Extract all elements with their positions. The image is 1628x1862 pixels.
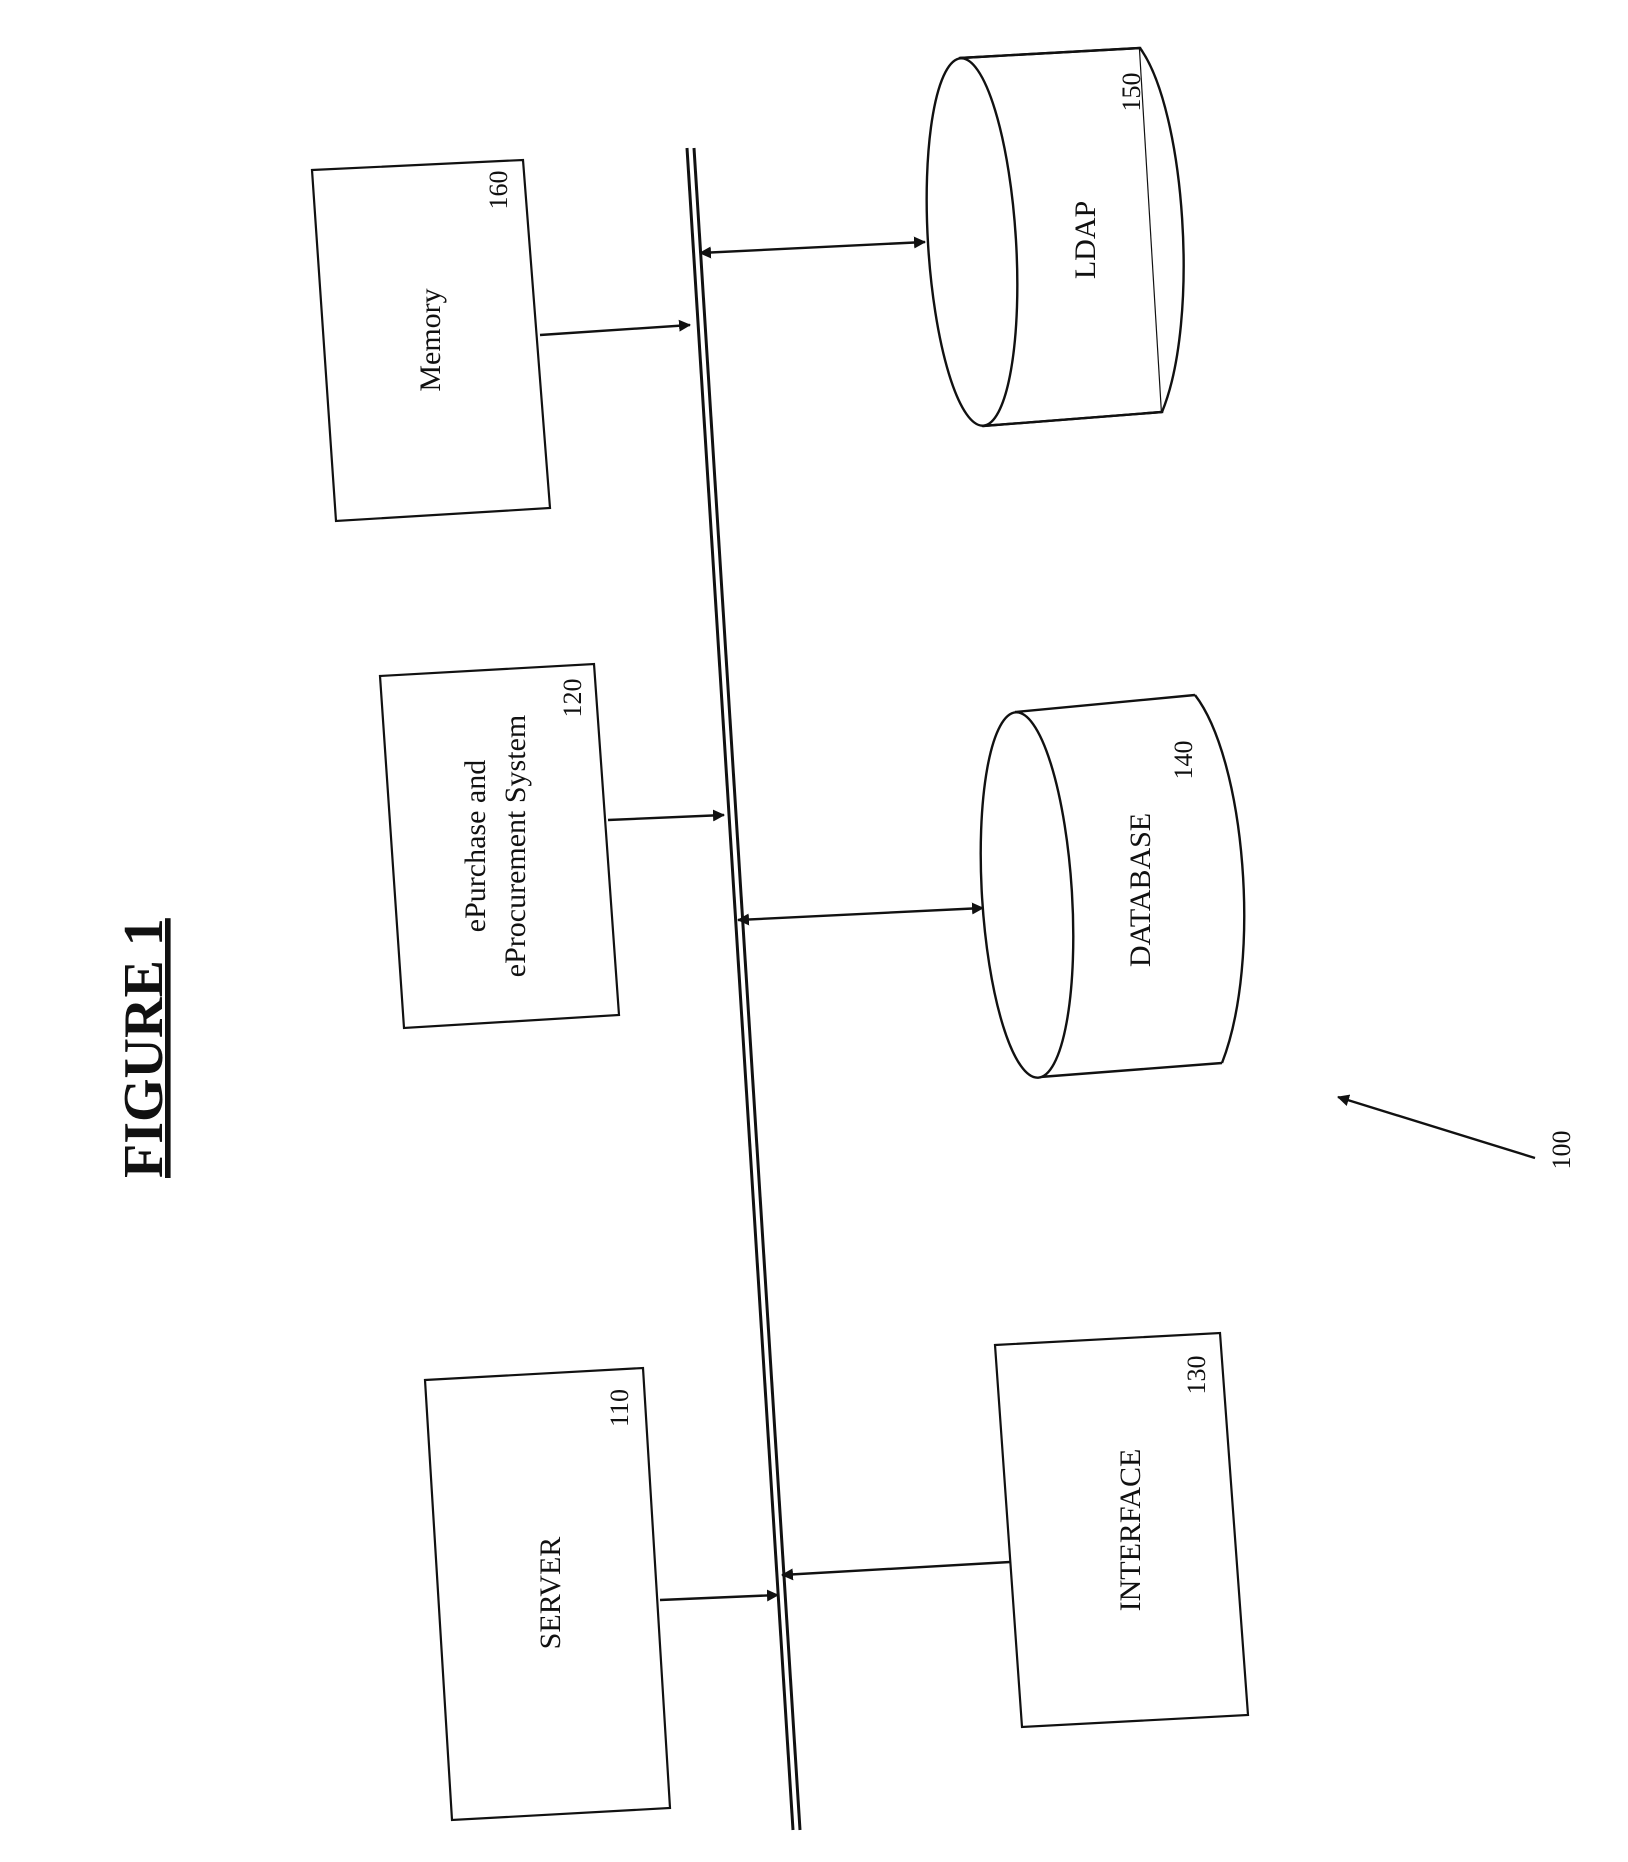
interface-ref: 130 (1182, 1356, 1211, 1395)
memory-to-bus-arrow (540, 325, 690, 335)
memory-label: Memory (414, 288, 447, 391)
epurchase-label-line2: eProcurement System (499, 715, 532, 977)
server-ref: 110 (605, 1389, 634, 1427)
server-box: SERVER 110 (425, 1368, 670, 1820)
database-ref: 140 (1169, 741, 1198, 780)
figure-title: FIGURE 1 (113, 918, 175, 1178)
memory-box: Memory 160 (312, 160, 550, 521)
database-label: DATABASE (1124, 813, 1157, 967)
system-ref-pointer-arrow (1338, 1097, 1535, 1158)
system-bus (687, 148, 800, 1830)
system-ref: 100 (1547, 1131, 1576, 1170)
server-label: SERVER (534, 1537, 567, 1650)
database-bus-bidirectional-arrow (738, 908, 983, 920)
database-cylinder: DATABASE 140 (971, 695, 1244, 1080)
memory-ref: 160 (484, 171, 513, 210)
ldap-label: LDAP (1069, 201, 1102, 279)
ldap-cylinder: LDAP 150 (917, 48, 1184, 428)
epurchase-system-box: ePurchase and eProcurement System 120 (380, 664, 619, 1028)
epurchase-to-bus-arrow (608, 815, 724, 820)
interface-to-bus-arrow (782, 1562, 1010, 1575)
epurchase-label-line1: ePurchase and (459, 760, 492, 932)
ldap-bus-bidirectional-arrow (700, 242, 925, 253)
ldap-ref: 150 (1117, 73, 1146, 112)
interface-box: INTERFACE 130 (995, 1333, 1248, 1727)
interface-label: INTERFACE (1114, 1449, 1147, 1612)
epurchase-ref: 120 (558, 679, 587, 718)
server-to-bus-arrow (660, 1595, 778, 1600)
